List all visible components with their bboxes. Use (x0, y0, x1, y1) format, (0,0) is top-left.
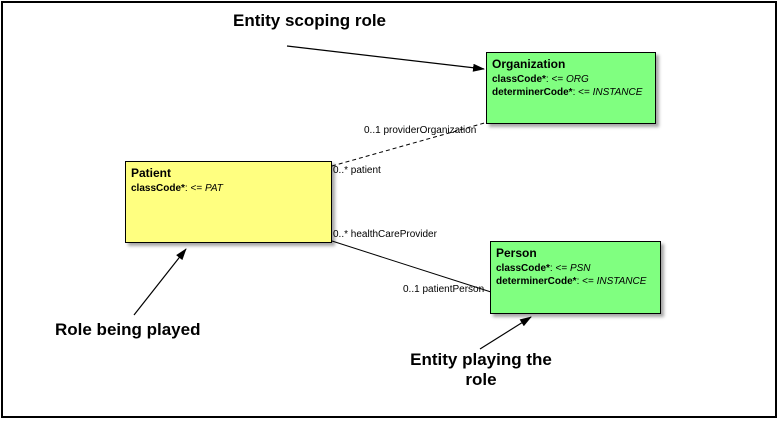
scoping-callout-arrow (286, 45, 485, 72)
health-care-provider-label: 0..* healthCareProvider (333, 229, 437, 240)
patient-person-label: 0..1 patientPerson (403, 284, 485, 295)
person-class-box[interactable]: Person classCode*: <= PSN determinerCode… (490, 241, 661, 314)
provider-organization-association (331, 121, 489, 167)
organization-determiner-code: determinerCode*: <= INSTANCE (492, 87, 643, 98)
organization-class-code: classCode*: <= ORG (492, 74, 589, 85)
person-determiner-code: determinerCode*: <= INSTANCE (496, 276, 647, 287)
provider-organization-label: 0..1 providerOrganization (364, 125, 477, 136)
role-played-callout-arrow (133, 248, 187, 316)
patient-title: Patient (131, 166, 172, 180)
patient-person-association (331, 240, 492, 293)
person-title: Person (496, 246, 537, 260)
organization-title: Organization (492, 57, 566, 71)
patient-class-box[interactable]: Patient classCode*: <= PAT (125, 161, 332, 243)
entity-playing-role-callout: Entity playing the role (396, 350, 566, 390)
patient-end-label: 0..* patient (333, 165, 381, 176)
entity-playing-line-2: role (465, 370, 497, 389)
entity-scoping-role-callout: Entity scoping role (233, 11, 387, 30)
entity-playing-callout-arrow (479, 316, 532, 350)
organization-class-box[interactable]: Organization classCode*: <= ORG determin… (486, 52, 656, 124)
role-being-played-callout: Role being played (55, 320, 201, 339)
entity-playing-line-1: Entity playing the (410, 350, 552, 369)
person-class-code: classCode*: <= PSN (496, 263, 591, 274)
patient-class-code: classCode*: <= PAT (131, 183, 223, 194)
